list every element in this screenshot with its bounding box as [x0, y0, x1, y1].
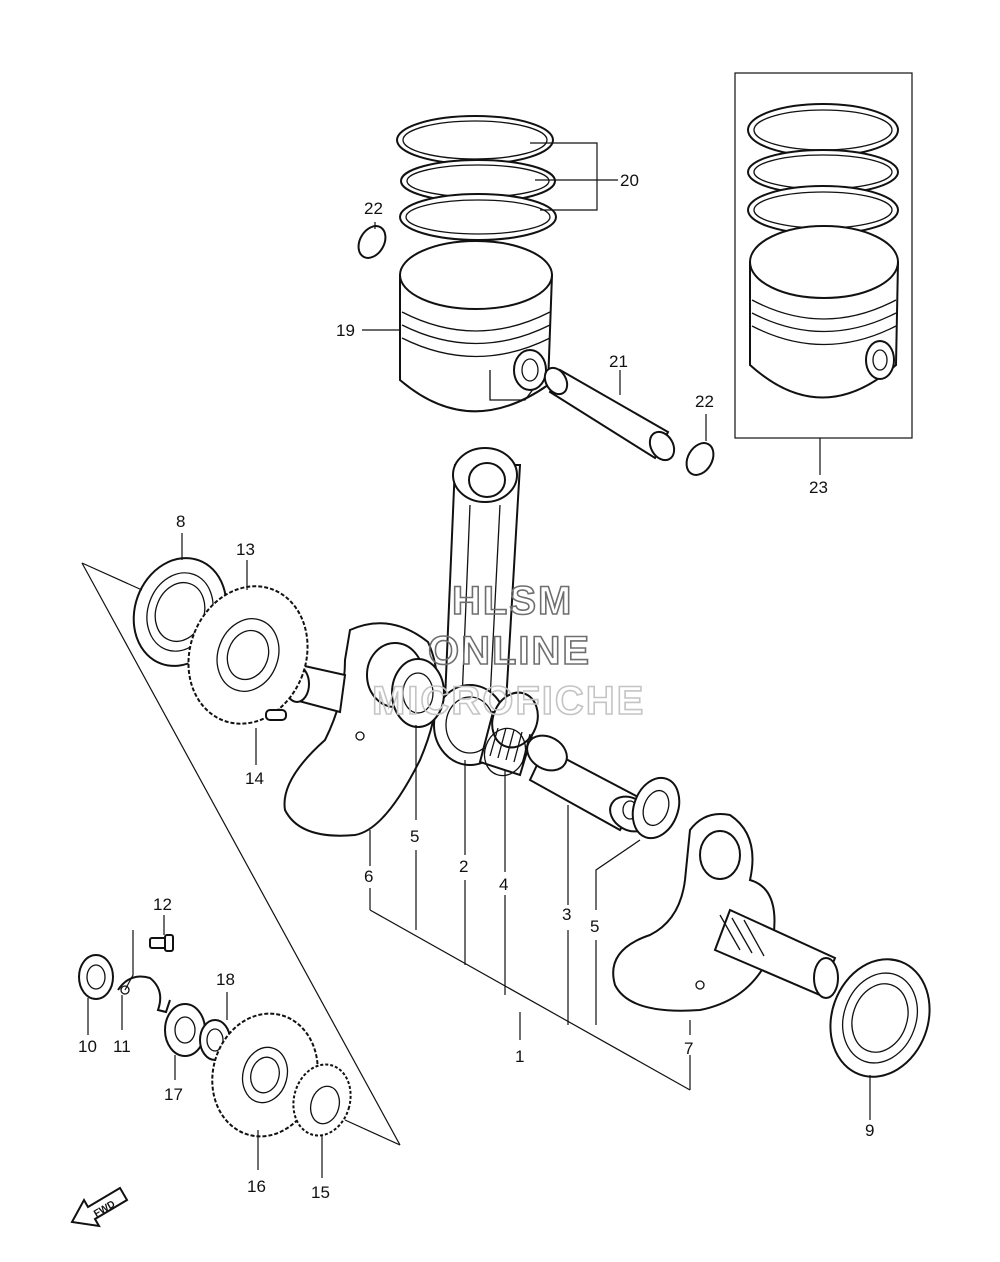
- spacer: [164, 1003, 206, 1057]
- callout-23: 23: [809, 478, 828, 497]
- callout-13: 13: [236, 540, 255, 559]
- callout-21: 21: [609, 352, 628, 371]
- callout-20: 20: [620, 171, 639, 190]
- callout-7: 7: [684, 1039, 693, 1058]
- callout-14: 14: [245, 769, 264, 788]
- callout-3: 3: [562, 905, 571, 924]
- piston-pin: [543, 366, 676, 462]
- callout-15: 15: [311, 1183, 330, 1202]
- callout-8: 8: [176, 512, 185, 531]
- connecting-rod: [433, 447, 522, 766]
- thrust-washer-left: [391, 658, 445, 728]
- callout-19: 19: [336, 321, 355, 340]
- piston: [399, 240, 554, 413]
- thrust-washer-right: [631, 776, 681, 840]
- primary-drive-gear: [187, 585, 309, 725]
- woodruff-key: [265, 709, 287, 721]
- watermark-line3: MICROFICHE: [372, 679, 645, 723]
- callout-5-left: 5: [410, 827, 419, 846]
- callout-6: 6: [364, 867, 373, 886]
- circlip-right: [685, 442, 715, 476]
- needle-bearing: [478, 691, 539, 777]
- callout-5-right: 5: [590, 917, 599, 936]
- small-gear: [292, 1063, 352, 1137]
- callout-1: 1: [515, 1047, 524, 1066]
- callout-16: 16: [247, 1177, 266, 1196]
- leader-lines: [87, 142, 871, 1178]
- callout-11: 11: [113, 1037, 131, 1056]
- bolt: [149, 934, 174, 952]
- reference-lines: [81, 562, 691, 1146]
- piston-rings: [396, 115, 557, 241]
- callout-18: 18: [216, 970, 235, 989]
- callout-2: 2: [459, 857, 468, 876]
- watermark-line1: HLSM: [452, 579, 573, 623]
- watermark: HLSM ONLINE MICROFICHE: [371, 578, 645, 724]
- oil-seal: [78, 954, 114, 1000]
- callout-22-right: 22: [695, 392, 714, 411]
- callout-17: 17: [164, 1085, 183, 1104]
- callout-12: 12: [153, 895, 172, 914]
- callout-10: 10: [78, 1037, 97, 1056]
- fwd-arrow-icon: FWD: [70, 1186, 129, 1228]
- crankshaft-right: [612, 813, 839, 1012]
- main-bearing-right: [829, 958, 931, 1078]
- retainer-bracket: [117, 975, 171, 1014]
- circlip-left: [357, 225, 387, 259]
- callouts: 20 22 19 21 22 23 8 13 14 5 2 6 4 3 5 1 …: [78, 171, 874, 1202]
- callout-9: 9: [865, 1121, 874, 1140]
- callout-22-left: 22: [364, 199, 383, 218]
- watermark-line2: ONLINE: [428, 629, 591, 673]
- piston-set-box: [734, 72, 913, 439]
- callout-4: 4: [499, 875, 508, 894]
